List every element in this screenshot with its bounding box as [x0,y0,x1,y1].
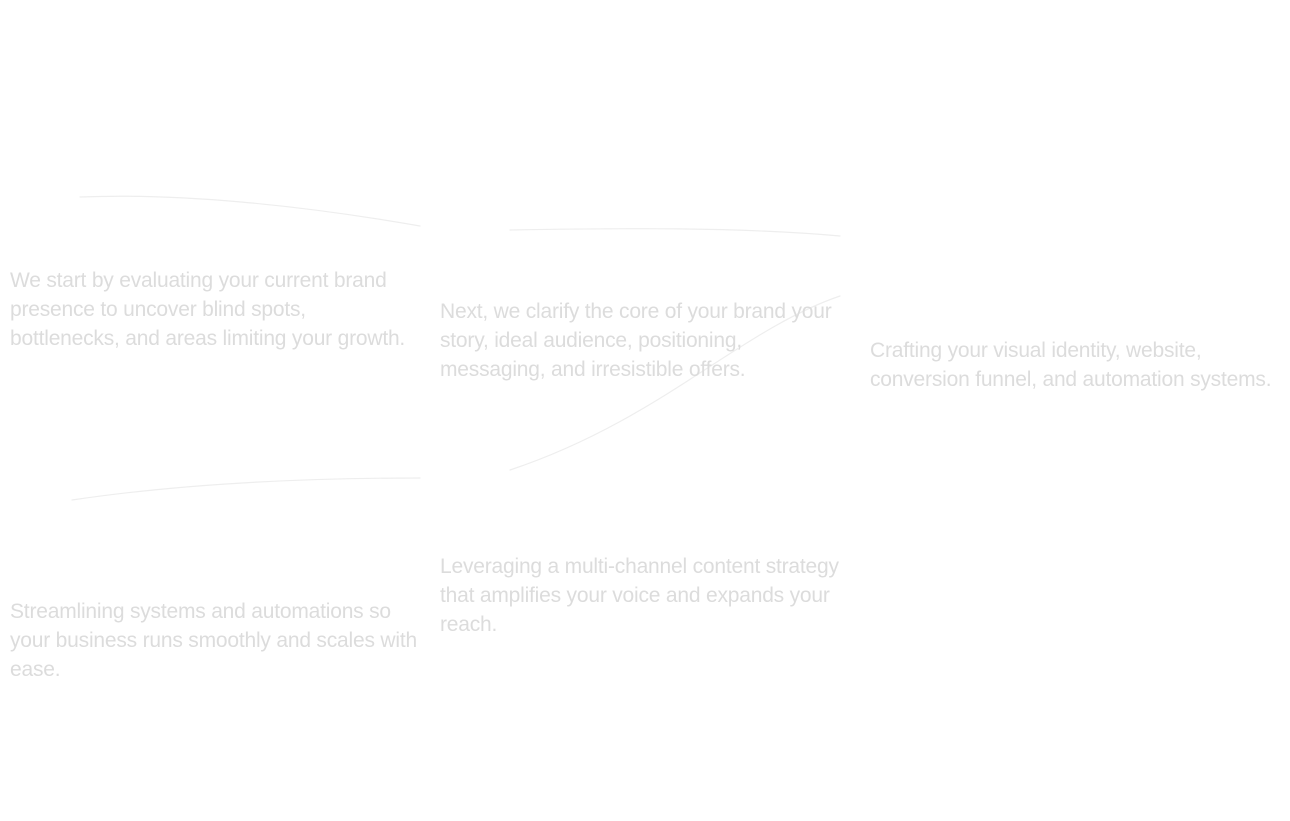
connector-line-4 [71,477,421,501]
step-content-description: Leveraging a multi-channel content strat… [440,555,839,636]
step-design-description: Crafting your visual identity, website, … [870,339,1272,391]
connector-line-1 [79,195,421,227]
step-audit-description: We start by evaluating your current bran… [10,269,406,350]
step-systems-description: Streamlining systems and automations so … [10,600,417,681]
connector-line-2 [509,228,841,237]
step-strategy-description: Next, we clarify the core of your brand … [440,300,832,381]
